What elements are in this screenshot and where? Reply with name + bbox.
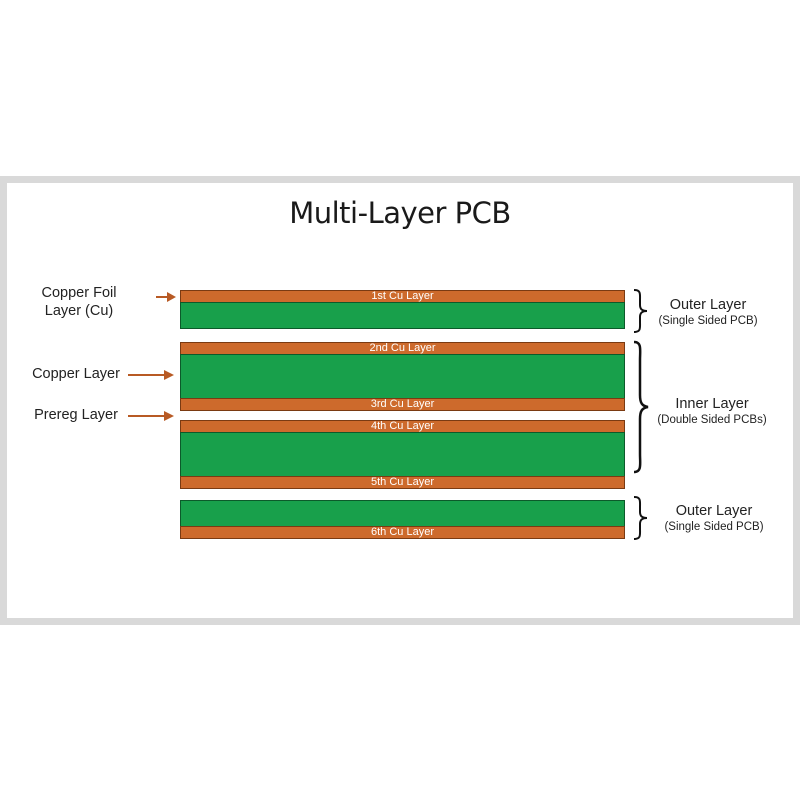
core-layer-3 bbox=[180, 432, 625, 477]
prereg-layer-arrow-icon bbox=[128, 411, 174, 421]
cu-layer-1-label: 1st Cu Layer bbox=[371, 290, 434, 302]
core-layer-4 bbox=[180, 500, 625, 527]
core-layer-2 bbox=[180, 354, 625, 399]
outer-layer-top-note: (Single Sided PCB) bbox=[658, 315, 758, 327]
cu-layer-3-label: 3rd Cu Layer bbox=[370, 398, 435, 410]
copper-foil-label: Copper Foil Layer (Cu) bbox=[28, 284, 130, 320]
inner-layer-name: Inner Layer bbox=[675, 396, 749, 412]
cu-layer-5-label: 5th Cu Layer bbox=[371, 476, 434, 488]
cu-layer-4-label: 4th Cu Layer bbox=[371, 420, 434, 432]
cu-layer-6: 6th Cu Layer bbox=[180, 526, 625, 539]
inner-layer-brace-icon bbox=[633, 340, 649, 474]
cu-layer-3: 3rd Cu Layer bbox=[180, 398, 625, 411]
diagram-title: Multi-Layer PCB bbox=[289, 196, 511, 230]
inner-layer-label: Inner Layer (Double Sided PCBs) bbox=[642, 395, 782, 428]
cu-layer-2-label: 2nd Cu Layer bbox=[369, 342, 436, 354]
copper-foil-label-line2: Layer (Cu) bbox=[44, 303, 114, 319]
outer-layer-bottom-name: Outer Layer bbox=[675, 503, 753, 519]
outer-layer-top-label: Outer Layer (Single Sided PCB) bbox=[638, 296, 778, 329]
copper-layer-arrow-icon bbox=[128, 370, 174, 380]
outer-layer-bottom-label: Outer Layer (Single Sided PCB) bbox=[644, 502, 784, 535]
copper-foil-label-line1: Copper Foil bbox=[41, 285, 117, 301]
cu-layer-6-label: 6th Cu Layer bbox=[371, 526, 434, 538]
core-layer-1 bbox=[180, 302, 625, 329]
copper-layer-label: Copper Layer bbox=[32, 366, 120, 382]
outer-layer-bottom-note: (Single Sided PCB) bbox=[664, 521, 764, 533]
cu-layer-5: 5th Cu Layer bbox=[180, 476, 625, 489]
outer-layer-top-name: Outer Layer bbox=[669, 297, 747, 313]
outer-layer-top-brace-icon bbox=[633, 289, 648, 333]
prereg-layer-label: Prereg Layer bbox=[34, 407, 118, 423]
inner-layer-note: (Double Sided PCBs) bbox=[657, 414, 767, 426]
outer-layer-bottom-brace-icon bbox=[633, 496, 648, 540]
copper-foil-arrow-icon bbox=[156, 292, 176, 302]
